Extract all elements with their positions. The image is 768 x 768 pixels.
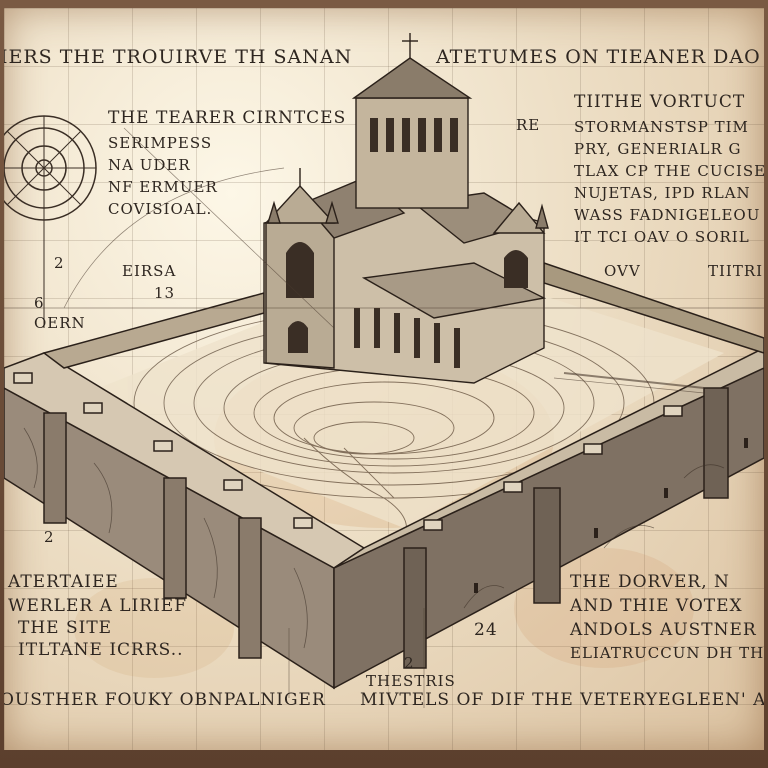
right-note-5: NUJETAS, IPD RLAN: [574, 184, 751, 202]
label-6: 6: [34, 294, 45, 312]
bottom-left-note-1: ATERTAIEE: [8, 572, 119, 592]
cathedral: [263, 33, 549, 384]
bottom-left-note-2: WERLER A LIRIEF: [8, 596, 187, 616]
header-left-title: IERS THE TROUIRVE TH SANAN: [4, 46, 353, 68]
left-note-5: COVISIOAL.: [108, 200, 213, 218]
left-note-4: NF ERMUER: [108, 178, 218, 196]
right-note-2: STORMANSTSP TIM: [574, 118, 749, 136]
parchment-sheet: IERS THE TROUIRVE TH SANAN ATETUMES ON T…: [4, 8, 764, 750]
label-2b: 2: [44, 528, 55, 546]
rosette-icon: [4, 115, 97, 328]
bottom-right-note-1: THE DORVER, N: [570, 572, 730, 592]
left-note-2: SERIMPESS: [108, 134, 213, 152]
left-note-3: NA UDER: [108, 156, 191, 174]
bottom-left-note-3: THE SITE: [18, 618, 113, 638]
fortress-walls: [4, 261, 764, 690]
bottom-right-note-2: AND THIE VOTEX: [570, 596, 743, 616]
bottom-left-note-4: ITLTANE ICRRS..: [18, 640, 184, 660]
label-tiitr: TIITRI: [708, 262, 764, 280]
label-24: 24: [474, 620, 498, 640]
footer-center-top: THESTRIS: [366, 672, 456, 690]
fortress-drawing: [4, 33, 764, 708]
footer-center: MIVTELS OF DIF THE VETERYEGLEEN' AR: [360, 690, 764, 710]
label-re: RE: [516, 116, 541, 134]
label-13: 13: [154, 284, 176, 302]
bottom-right-note-4: ELIATRUCCUN DH THIINC: [570, 644, 764, 662]
label-ovv: OVV: [604, 262, 641, 280]
header-right-title: ATETUMES ON TIEANER DAO: [436, 46, 761, 68]
left-note-1: THE TEARER CIRNTCES: [108, 108, 347, 128]
footer-left: OUSTHER FOUKY OBNPALNIGER: [4, 690, 326, 710]
label-oern: OERN: [34, 314, 86, 332]
right-note-3: PRY, GENERIALR G: [574, 140, 742, 158]
label-2a: 2: [54, 254, 65, 272]
right-note-4: TLAX CP THE CUCISE: [574, 162, 764, 180]
right-note-7: IT TCI OAV O SORIL: [574, 228, 750, 246]
label-eirsa: EIRSA: [122, 262, 177, 280]
label-2c: 2: [404, 654, 415, 672]
right-note-1: TIITHE VORTUCT: [574, 92, 746, 112]
right-note-6: WASS FADNIGELEOU: [574, 206, 761, 224]
bottom-right-note-3: ANDOLS AUSTNER: [570, 620, 757, 640]
courtyard: [74, 258, 724, 539]
